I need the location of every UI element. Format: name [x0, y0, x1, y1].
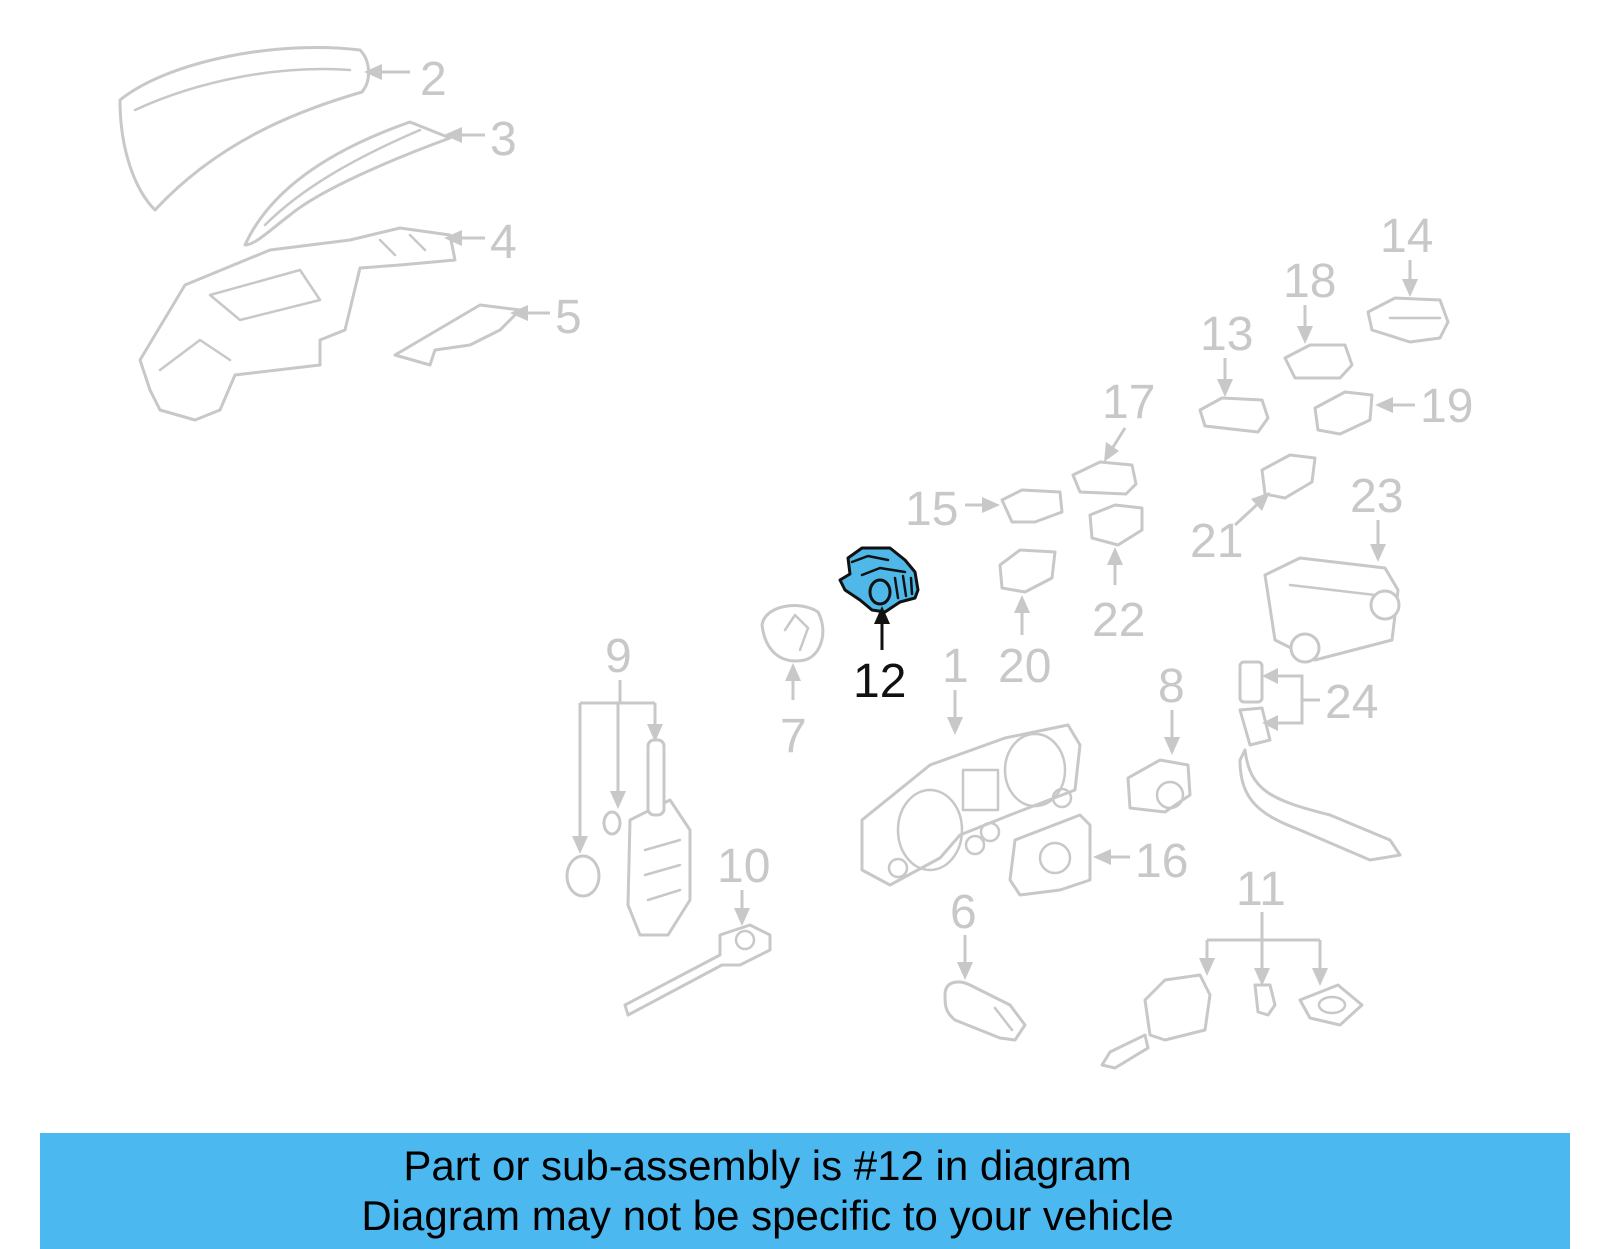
callout-17: 17	[1102, 376, 1155, 429]
leader-9	[572, 680, 663, 854]
callout-21: 21	[1190, 515, 1243, 568]
part-11[interactable]	[1100, 973, 1364, 1070]
part-14[interactable]	[1366, 296, 1450, 344]
part-23[interactable]	[1263, 556, 1401, 664]
part-18[interactable]	[1283, 343, 1354, 380]
callout-3: 3	[490, 113, 517, 166]
callout-16: 16	[1135, 835, 1188, 888]
leader-19	[1375, 397, 1415, 413]
callout-1: 1	[942, 640, 969, 693]
leader-24	[1262, 668, 1320, 731]
leader-11	[1199, 912, 1328, 986]
callout-11: 11	[1236, 863, 1286, 916]
part-9[interactable]	[565, 738, 692, 937]
part-10[interactable]	[623, 923, 772, 1017]
leader-12	[874, 606, 890, 650]
leader-6	[957, 935, 973, 980]
leader-13	[1217, 358, 1233, 397]
callout-19: 19	[1420, 380, 1473, 433]
callout-18: 18	[1283, 255, 1336, 308]
part-3[interactable]	[243, 120, 452, 247]
part-1[interactable]	[860, 723, 1082, 887]
part-22[interactable]	[1088, 503, 1144, 547]
leader-7	[785, 663, 801, 700]
leader-17	[1104, 427, 1127, 462]
part-15[interactable]	[1000, 488, 1064, 524]
part-20[interactable]	[998, 548, 1057, 594]
part-6[interactable]	[943, 980, 1027, 1042]
callout-22: 22	[1092, 594, 1145, 647]
part-21[interactable]	[1260, 453, 1317, 500]
banner-line-1: Part or sub-assembly is #12 in diagram	[403, 1142, 1132, 1189]
leader-20	[1014, 595, 1030, 635]
callout-14: 14	[1380, 210, 1433, 263]
callout-6: 6	[950, 886, 977, 939]
callout-5: 5	[555, 291, 582, 344]
callout-8: 8	[1158, 660, 1185, 713]
part-8[interactable]	[1126, 758, 1192, 814]
leader-3	[444, 127, 485, 143]
leader-18	[1297, 305, 1313, 344]
callout-9: 9	[605, 630, 632, 683]
callout-15: 15	[905, 483, 958, 536]
callout-2: 2	[420, 53, 447, 106]
part-16[interactable]	[1008, 813, 1092, 897]
callout-7: 7	[780, 710, 807, 763]
leader-8	[1164, 710, 1180, 755]
part-2[interactable]	[118, 45, 370, 212]
leader-21	[1233, 492, 1270, 527]
callout-13: 13	[1200, 308, 1253, 361]
part-13[interactable]	[1198, 396, 1270, 434]
leader-2	[364, 64, 410, 80]
callout-4: 4	[490, 216, 517, 269]
callout-20: 20	[998, 640, 1051, 693]
part-4[interactable]	[138, 226, 457, 422]
part-19[interactable]	[1313, 390, 1374, 436]
leader-5	[510, 305, 550, 321]
part-24[interactable]	[1238, 660, 1402, 862]
callout-12: 12	[853, 655, 906, 708]
callout-23: 23	[1350, 470, 1403, 523]
part-5[interactable]	[393, 303, 522, 367]
leader-4	[444, 230, 485, 246]
leader-16	[1093, 849, 1130, 865]
callout-24: 24	[1325, 676, 1378, 729]
callout-10: 10	[717, 840, 770, 893]
info-banner: Part or sub-assembly is #12 in diagram D…	[40, 1133, 1570, 1249]
leader-14	[1402, 260, 1418, 297]
part-17[interactable]	[1071, 460, 1138, 496]
banner-line-2: Diagram may not be specific to your vehi…	[361, 1192, 1174, 1239]
leader-1	[947, 690, 963, 735]
leader-22	[1107, 547, 1123, 585]
leader-10	[734, 890, 750, 926]
part-7[interactable]	[760, 604, 825, 663]
leader-15	[965, 497, 1000, 513]
leader-23	[1370, 520, 1386, 562]
part-12-highlighted[interactable]	[838, 546, 920, 614]
